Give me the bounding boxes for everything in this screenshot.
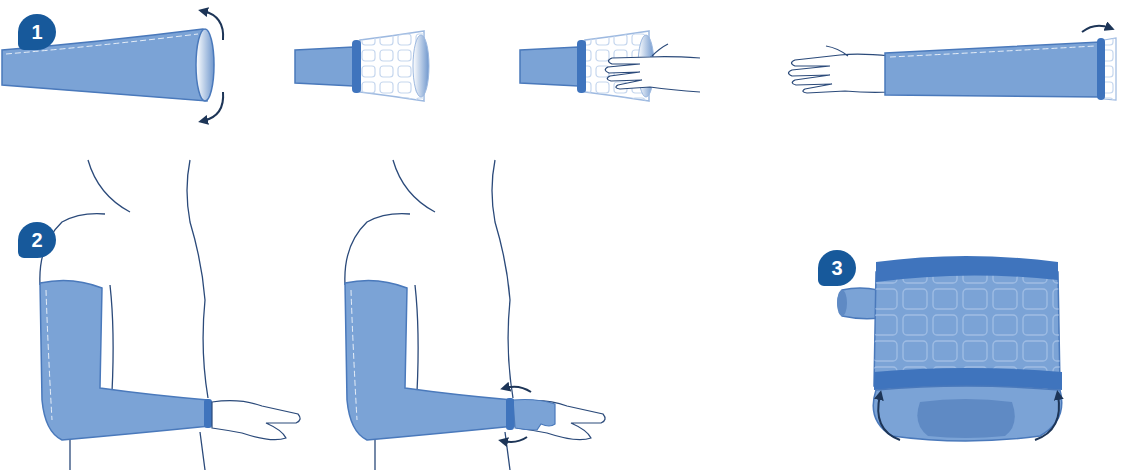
callout-badge: 3 <box>818 250 856 286</box>
sleeve-on-arm <box>789 26 1117 100</box>
callout-number: 1 <box>31 22 42 42</box>
sleeve <box>2 11 223 121</box>
callout-badge: 2 <box>18 222 56 258</box>
callout-number: 2 <box>31 230 42 250</box>
sleeve-folded <box>295 31 429 101</box>
glove <box>837 256 1062 441</box>
arm-figure <box>40 160 300 470</box>
callout-badge: 1 <box>18 14 56 50</box>
callout-number: 3 <box>831 258 842 278</box>
sleeve-hand-in <box>520 31 700 101</box>
arm-figure-thumb <box>345 160 605 470</box>
